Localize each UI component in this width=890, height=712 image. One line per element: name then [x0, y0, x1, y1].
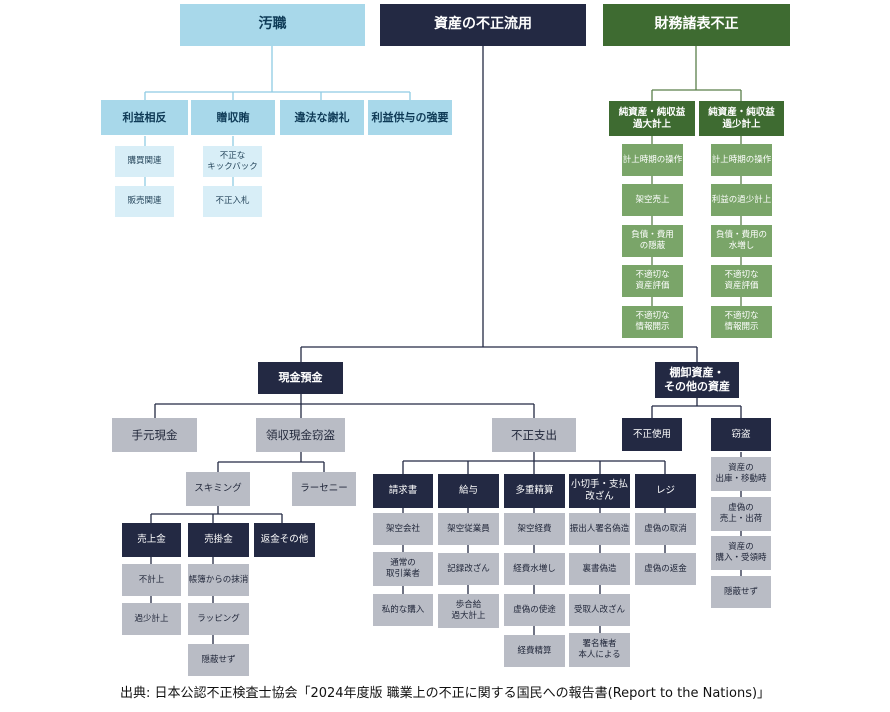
billing-box: 請求書 [373, 474, 433, 508]
register-box: レジ [635, 474, 696, 508]
expense-item: 架空経費 [504, 513, 565, 545]
receivables-item: 隠蔽せず [188, 644, 249, 676]
theft-item: 虚偽の 売上・出荷 [711, 497, 771, 531]
over-item: 不適切な 資産評価 [622, 265, 683, 297]
purchasing-item: 購買関連 [115, 146, 174, 177]
sales-item: 過少計上 [122, 603, 181, 635]
billing-item: 架空会社 [373, 513, 433, 545]
under-item: 不適切な 資産評価 [711, 265, 772, 297]
refunds-box: 返金その他 [254, 523, 315, 557]
economic-extortion-box: 利益供与の強要 [368, 100, 452, 135]
theft-item: 隠蔽せず [711, 576, 771, 608]
misuse-box: 不正使用 [622, 418, 682, 451]
billing-item: 私的な購入 [373, 594, 433, 626]
payroll-box: 給与 [438, 474, 499, 508]
sales-item: 販売関連 [115, 186, 174, 217]
theft-item: 資産の 出庫・移動時 [711, 457, 771, 491]
check-tampering-box: 小切手・支払 改ざん [569, 474, 630, 508]
financial-statement-fraud-header: 財務諸表不正 [603, 4, 790, 46]
sales-box: 売上金 [122, 523, 181, 557]
register-item: 虚偽の返金 [635, 553, 696, 585]
conflict-of-interest-box: 利益相反 [101, 100, 188, 135]
overstatement-box: 純資産・純収益 過大計上 [609, 101, 695, 136]
kickback-item: 不正な キックバック [203, 146, 262, 177]
understatement-box: 純資産・純収益 過少計上 [699, 101, 784, 136]
expense-item: 経費水増し [504, 553, 565, 585]
payroll-item: 記録改ざん [438, 553, 499, 585]
sales-item: 不計上 [122, 564, 181, 596]
skimming-box: スキミング [186, 472, 250, 506]
over-item: 負債・費用 の隠蔽 [622, 225, 683, 257]
over-item: 不適切な 情報開示 [622, 306, 683, 338]
under-item: 不適切な 情報開示 [711, 306, 772, 338]
bid-rigging-item: 不正入札 [203, 186, 262, 217]
expense-box: 多重精算 [504, 474, 565, 508]
register-item: 虚偽の取消 [635, 513, 696, 545]
receivables-item: 帳簿からの抹消 [188, 564, 249, 596]
under-item: 負債・費用の 水増し [711, 225, 772, 257]
payroll-item: 歩合給 過大計上 [438, 594, 499, 628]
receivables-item: ラッピング [188, 603, 249, 635]
check-item: 署名権者 本人による [569, 633, 630, 667]
under-item: 計上時期の操作 [711, 144, 772, 176]
source-caption: 出典: 日本公認不正検査士協会「2024年度版 職業上の不正に関する国民への報告… [119, 686, 771, 701]
check-item: 受取人改ざん [569, 594, 630, 626]
inventory-box: 棚卸資産・ その他の資産 [655, 362, 739, 398]
theft-box: 窃盗 [711, 418, 771, 451]
receivables-box: 売掛金 [188, 523, 249, 557]
corruption-header: 汚職 [180, 4, 365, 46]
payroll-item: 架空従業員 [438, 513, 499, 545]
illegal-gratuities-box: 違法な謝礼 [280, 100, 364, 135]
asset-misappropriation-header: 資産の不正流用 [380, 4, 586, 46]
bribery-box: 贈収賄 [191, 100, 275, 135]
cash-box: 現金預金 [258, 362, 343, 394]
cash-receipts-box: 領収現金窃盗 [256, 418, 345, 452]
cash-on-hand-box: 手元現金 [112, 418, 197, 452]
check-item: 裏書偽造 [569, 553, 630, 585]
expense-item: 虚偽の使途 [504, 594, 565, 626]
under-item: 利益の過少計上 [711, 184, 772, 216]
fraudulent-disbursements-box: 不正支出 [492, 418, 576, 452]
over-item: 架空売上 [622, 184, 683, 216]
expense-item: 経費精算 [504, 635, 565, 667]
billing-item: 通常の 取引業者 [373, 552, 433, 586]
larceny-box: ラーセニー [292, 472, 356, 506]
theft-item: 資産の 購入・受領時 [711, 536, 771, 570]
check-item: 振出人署名偽造 [569, 513, 630, 545]
over-item: 計上時期の操作 [622, 144, 683, 176]
